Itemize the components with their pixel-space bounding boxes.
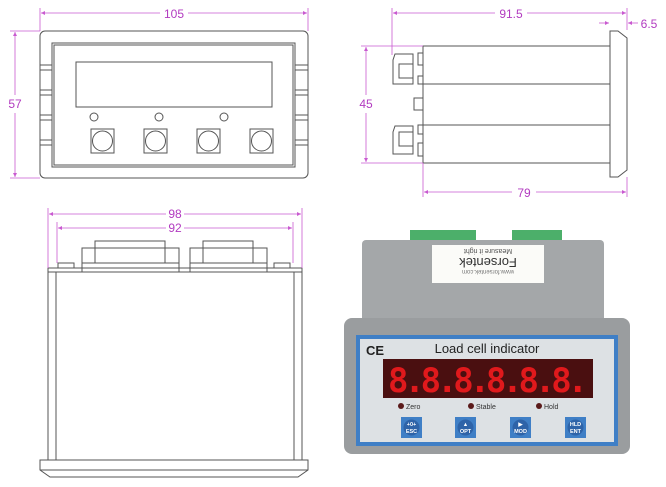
dim-width: 105 bbox=[164, 7, 184, 21]
display-window bbox=[75, 61, 273, 108]
terminal-blocks bbox=[57, 240, 291, 273]
indicator-hold: Hold bbox=[544, 404, 559, 411]
svg-text:ESC: ESC bbox=[406, 429, 417, 435]
hold-led bbox=[536, 403, 542, 409]
stable-led bbox=[468, 403, 474, 409]
brand-text: Forsentek bbox=[459, 255, 517, 270]
svg-text:OPT: OPT bbox=[460, 429, 472, 435]
opt-button[interactable]: ▲OPT bbox=[455, 417, 476, 438]
svg-text:▲: ▲ bbox=[463, 422, 468, 428]
dim-flange: 6.5 bbox=[641, 17, 658, 31]
svg-text:▶: ▶ bbox=[517, 421, 523, 428]
device-title: Load cell indicator bbox=[435, 341, 540, 356]
svg-text:+0+: +0+ bbox=[407, 422, 416, 428]
dim-body-length: 79 bbox=[517, 186, 531, 200]
dim-inner-width: 92 bbox=[168, 221, 182, 235]
ce-mark: CE bbox=[366, 343, 384, 358]
svg-text:ENT: ENT bbox=[570, 429, 582, 435]
svg-text:MOD: MOD bbox=[514, 429, 527, 435]
top-view: 98 92 bbox=[39, 207, 309, 478]
side-view: 91.5 6.5 45 79 bbox=[359, 7, 657, 200]
terminal-block-green bbox=[410, 230, 476, 242]
led-display bbox=[383, 359, 593, 398]
dim-length: 91.5 bbox=[499, 7, 523, 21]
slogan-text: Measure it right bbox=[464, 247, 512, 254]
front-view: 105 57 bbox=[8, 7, 309, 179]
brand-label bbox=[432, 245, 544, 283]
website-text: www.forsentek.com bbox=[462, 268, 515, 274]
led bbox=[219, 112, 229, 122]
mod-button[interactable]: ▶MOD bbox=[510, 417, 531, 438]
display-digits: 8.8.8.8.8.8. bbox=[388, 361, 588, 401]
terminal-block-green bbox=[512, 230, 562, 242]
dim-height: 57 bbox=[8, 97, 22, 111]
indicator-zero: Zero bbox=[406, 404, 421, 411]
led bbox=[89, 112, 99, 122]
front-buttons bbox=[90, 128, 274, 154]
dim-outer-width: 98 bbox=[168, 207, 182, 221]
zero-led bbox=[398, 403, 404, 409]
led bbox=[154, 112, 164, 122]
svg-text:HLD: HLD bbox=[570, 422, 581, 428]
dim-side-height: 45 bbox=[359, 97, 373, 111]
indicator-stable: Stable bbox=[476, 404, 496, 411]
esc-button[interactable]: +0+ESC bbox=[401, 417, 422, 438]
side-connectors bbox=[392, 52, 424, 157]
product-photo: www.forsentek.com Forsentek Measure it r… bbox=[344, 230, 630, 454]
